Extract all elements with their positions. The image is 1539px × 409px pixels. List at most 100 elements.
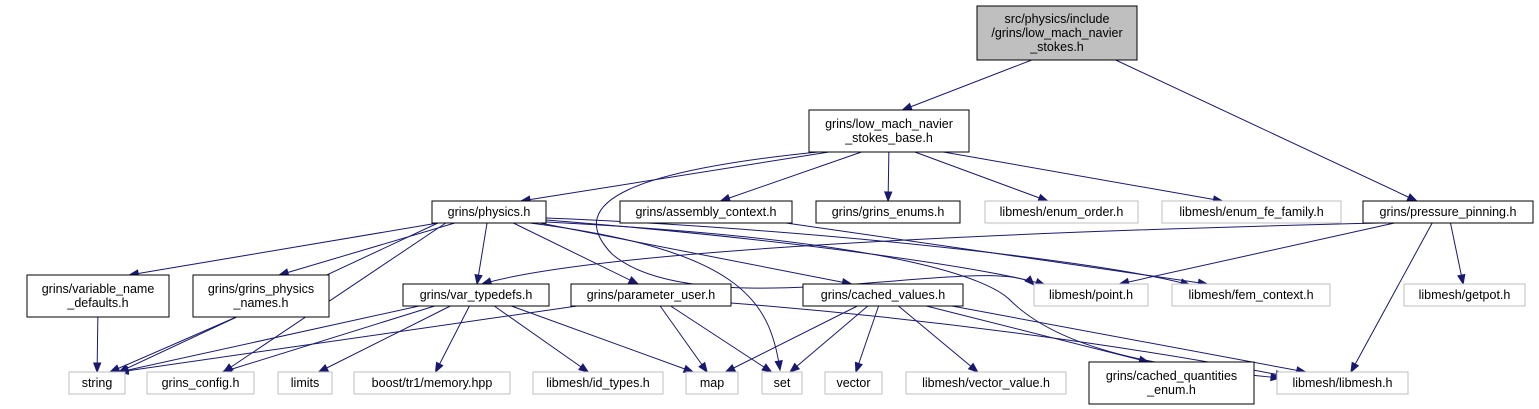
edge-cached_values-to-vector bbox=[854, 305, 880, 374]
edge-line bbox=[279, 222, 455, 276]
edge-line bbox=[109, 316, 237, 373]
node-box bbox=[277, 371, 333, 395]
edge-line bbox=[1119, 222, 1395, 285]
node-vector-value: libmesh/vector_value.h bbox=[905, 371, 1067, 395]
node-box bbox=[402, 283, 550, 307]
edge-var_typedefs-to-map bbox=[511, 305, 695, 373]
node-box bbox=[1171, 283, 1331, 307]
node-getpot: libmesh/getpot.h bbox=[1403, 283, 1526, 307]
arrowhead bbox=[761, 363, 773, 373]
node-box bbox=[68, 371, 126, 395]
node-box bbox=[984, 200, 1139, 224]
node-fem-context: libmesh/fem_context.h bbox=[1171, 283, 1331, 307]
node-label: grins/grins_enums.h bbox=[832, 205, 945, 219]
edge-lmns_base-to-grins_enums bbox=[883, 151, 893, 203]
edge-line bbox=[1449, 222, 1464, 285]
node-id-types: libmesh/id_types.h bbox=[532, 371, 664, 395]
arrowhead bbox=[854, 361, 863, 374]
edge-var_typedefs-to-limits bbox=[317, 305, 451, 373]
edge-line bbox=[595, 151, 1035, 289]
node-label: grins/grins_physics bbox=[208, 282, 314, 296]
node-grins-enums[interactable]: grins/grins_enums.h bbox=[815, 200, 961, 224]
node-box bbox=[976, 5, 1138, 61]
node-label: limits bbox=[291, 376, 319, 390]
edge-line bbox=[529, 222, 781, 371]
edge-line bbox=[725, 305, 858, 373]
edge-parameter_user-to-set bbox=[670, 305, 773, 373]
edge-physics-to-set bbox=[529, 222, 783, 372]
node-label: libmesh/point.h bbox=[1049, 288, 1133, 302]
edge-line bbox=[720, 151, 862, 202]
arrowhead bbox=[789, 362, 801, 373]
node-cached-values[interactable]: grins/cached_values.h bbox=[802, 283, 964, 307]
node-var-typedefs[interactable]: grins/var_typedefs.h bbox=[402, 283, 550, 307]
edge-var_typedefs-to-id_types bbox=[494, 305, 590, 373]
edge-parameter_user-to-map bbox=[659, 305, 708, 374]
node-lmns-base[interactable]: grins/low_mach_navier_stokes_base.h bbox=[808, 109, 970, 153]
node-box bbox=[570, 283, 732, 307]
node-label: libmesh/libmesh.h bbox=[1292, 376, 1392, 390]
edge-line bbox=[898, 305, 979, 373]
edge-line bbox=[1350, 222, 1433, 373]
edge-line bbox=[520, 151, 830, 202]
edge-line bbox=[318, 305, 451, 373]
node-label: grins/parameter_user.h bbox=[587, 288, 716, 302]
node-assembly-context[interactable]: grins/assembly_context.h bbox=[619, 200, 793, 224]
nodes-layer: src/physics/include/grins/low_mach_navie… bbox=[26, 5, 1534, 405]
node-memory: boost/tr1/memory.hpp bbox=[353, 371, 511, 395]
edge-line bbox=[914, 151, 1048, 202]
node-label: libmesh/enum_order.h bbox=[1000, 205, 1124, 219]
node-grins-physics-names[interactable]: grins/grins_physics_names.h bbox=[192, 274, 330, 318]
node-box bbox=[815, 200, 961, 224]
node-pressure-pinning[interactable]: grins/pressure_pinning.h bbox=[1362, 200, 1534, 224]
node-variable-name-defaults[interactable]: grins/variable_name_defaults.h bbox=[26, 274, 170, 318]
node-cached-quantities-enum[interactable]: grins/cached_quantities_enum.h bbox=[1088, 361, 1255, 405]
arrowhead bbox=[474, 273, 483, 286]
edge-lmns_base-to-enum_order bbox=[914, 151, 1049, 202]
edge-physics-to-var_typedefs bbox=[474, 222, 488, 286]
node-box bbox=[532, 371, 664, 395]
edge-cached_values-to-vector_value bbox=[898, 305, 979, 373]
arrowhead bbox=[1457, 273, 1466, 286]
node-parameter-user[interactable]: grins/parameter_user.h bbox=[570, 283, 732, 307]
node-label: grins/assembly_context.h bbox=[635, 205, 776, 219]
node-physics[interactable]: grins/physics.h bbox=[431, 200, 547, 224]
arrowhead bbox=[719, 193, 732, 202]
node-enum-fe-family: libmesh/enum_fe_family.h bbox=[1161, 200, 1342, 224]
node-label: libmesh/vector_value.h bbox=[922, 376, 1050, 390]
edge-line bbox=[476, 222, 488, 285]
node-label: libmesh/enum_fe_family.h bbox=[1179, 205, 1323, 219]
node-root: src/physics/include/grins/low_mach_navie… bbox=[976, 5, 1138, 61]
node-label: _defaults.h bbox=[66, 296, 128, 310]
node-box bbox=[1403, 283, 1526, 307]
edge-line bbox=[951, 305, 1306, 373]
node-libmesh: libmesh/libmesh.h bbox=[1276, 371, 1409, 395]
node-box bbox=[146, 371, 255, 395]
node-vector: vector bbox=[824, 371, 883, 395]
edge-cached_values-to-map bbox=[724, 305, 858, 373]
node-enum-order: libmesh/enum_order.h bbox=[984, 200, 1139, 224]
arrowhead bbox=[967, 362, 979, 373]
node-box bbox=[619, 200, 793, 224]
arrowhead bbox=[883, 191, 893, 203]
node-point: libmesh/point.h bbox=[1033, 283, 1149, 307]
node-label: _stokes_base.h bbox=[844, 131, 933, 145]
node-label: grins/var_typedefs.h bbox=[420, 288, 533, 302]
edge-assembly_context-to-fem_context bbox=[785, 222, 1209, 287]
arrowhead bbox=[92, 362, 102, 374]
edge-physics-to-grins_physics_names bbox=[277, 222, 455, 277]
edge-line bbox=[1115, 59, 1417, 202]
node-limits: limits bbox=[277, 371, 333, 395]
edge-line bbox=[129, 222, 439, 276]
node-box bbox=[431, 200, 547, 224]
node-label: grins/pressure_pinning.h bbox=[1380, 205, 1517, 219]
node-label: libmesh/getpot.h bbox=[1419, 288, 1511, 302]
edge-line bbox=[670, 305, 772, 373]
node-label: grins/low_mach_navier bbox=[825, 117, 953, 131]
edge-line bbox=[494, 305, 589, 373]
node-label: grins_config.h bbox=[162, 376, 240, 390]
node-string: string bbox=[68, 371, 126, 395]
node-label: grins/variable_name bbox=[42, 282, 155, 296]
node-box bbox=[802, 283, 964, 307]
